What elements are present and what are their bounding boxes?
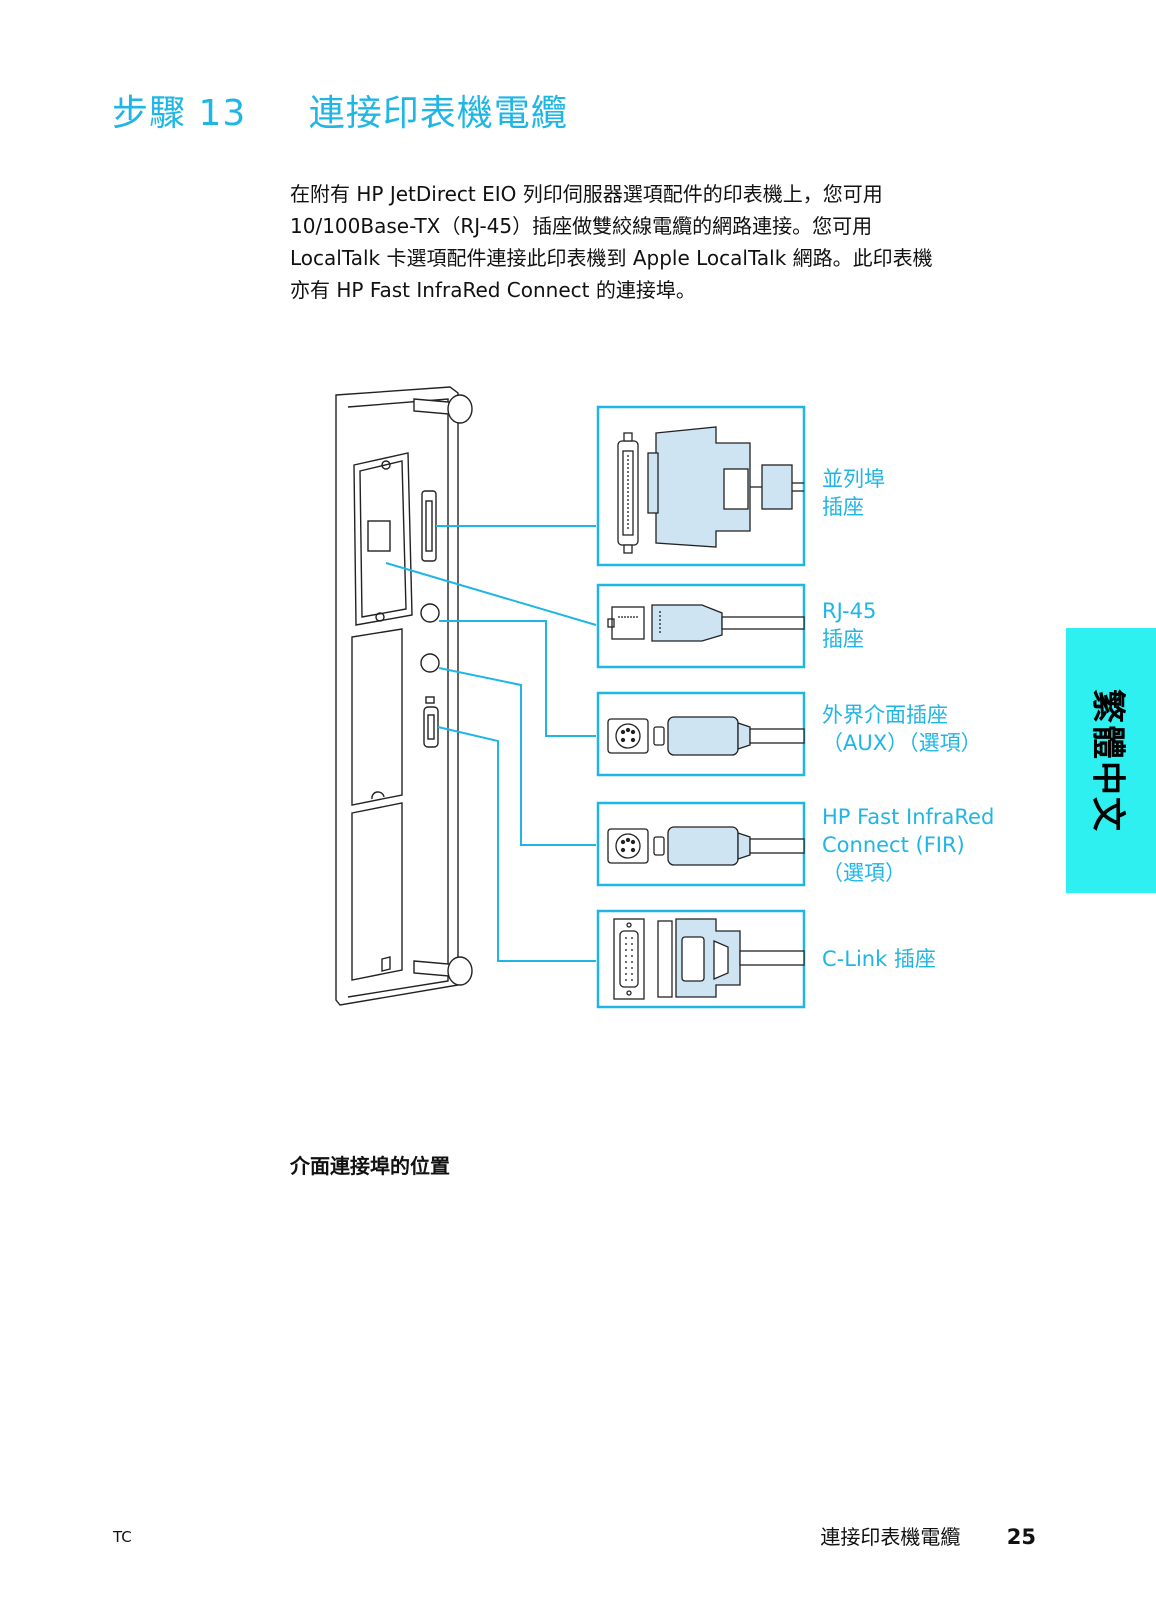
- clink-connector-icon: [613, 918, 805, 1000]
- label-line: 插座: [822, 627, 864, 651]
- printer-back-panel: [335, 386, 473, 1006]
- step-label: 步驟 13: [112, 93, 247, 134]
- footer-lang-code: TC: [113, 1528, 132, 1546]
- label-fir: HP Fast InfraRed Connect (FIR) （選項）: [822, 803, 994, 887]
- intro-line: 亦有 HP Fast InfraRed Connect 的連接埠。: [290, 278, 696, 302]
- label-line: 插座: [822, 495, 864, 519]
- leader-clink: [437, 726, 596, 962]
- label-aux: 外界介面插座 （AUX）（選項）: [822, 701, 982, 757]
- leader-lines: [385, 525, 597, 962]
- label-line: （AUX）（選項）: [822, 731, 982, 755]
- page-number: 25: [1006, 1525, 1036, 1549]
- footer-section-title: 連接印表機電纜: [820, 1525, 961, 1549]
- label-line: C-Link 插座: [822, 947, 936, 971]
- label-line: RJ-45: [822, 599, 877, 623]
- fir-connector-icon: [607, 826, 805, 866]
- label-rj45: RJ-45 插座: [822, 597, 876, 653]
- ports-illustration: [335, 386, 806, 1009]
- parallel-connector-icon: [617, 426, 804, 554]
- intro-paragraph: 在附有 HP JetDirect EIO 列印伺服器選項配件的印表機上，您可用 …: [290, 178, 1050, 306]
- interface-ports-diagram: 並列埠 插座 RJ-45 插座 外界介面插座 （AUX）（選項） HP Fast…: [330, 385, 1030, 1029]
- footer-right: 連接印表機電纜 25: [820, 1521, 1036, 1550]
- intro-line: 在附有 HP JetDirect EIO 列印伺服器選項配件的印表機上，您可用: [290, 182, 883, 206]
- label-line: HP Fast InfraRed: [822, 805, 995, 829]
- figure-caption: 介面連接埠的位置: [290, 1154, 450, 1178]
- intro-line: 10/100Base-TX（RJ-45）插座做雙絞線電纜的網路連接。您可用: [290, 214, 873, 238]
- label-line: 並列埠: [822, 467, 885, 491]
- label-line: 外界介面插座: [822, 703, 948, 727]
- label-clink: C-Link 插座: [822, 945, 936, 973]
- leader-fir: [438, 667, 596, 846]
- language-tab-label: 繁體中文: [1087, 688, 1128, 833]
- step-title: 連接印表機電纜: [308, 93, 568, 134]
- leader-aux: [439, 620, 596, 737]
- label-parallel: 並列埠 插座: [822, 465, 885, 521]
- label-line: Connect (FIR): [822, 833, 965, 857]
- aux-connector-icon: [607, 716, 805, 756]
- language-side-tab: 繁體中文: [1066, 628, 1156, 893]
- intro-line: LocalTalk 卡選項配件連接此印表機到 Apple LocalTalk 網…: [290, 246, 933, 270]
- label-line: （選項）: [822, 861, 906, 885]
- leader-rj45: [385, 562, 597, 626]
- page-heading: 步驟 13 連接印表機電纜: [112, 84, 568, 136]
- rj45-connector-icon: [607, 604, 805, 642]
